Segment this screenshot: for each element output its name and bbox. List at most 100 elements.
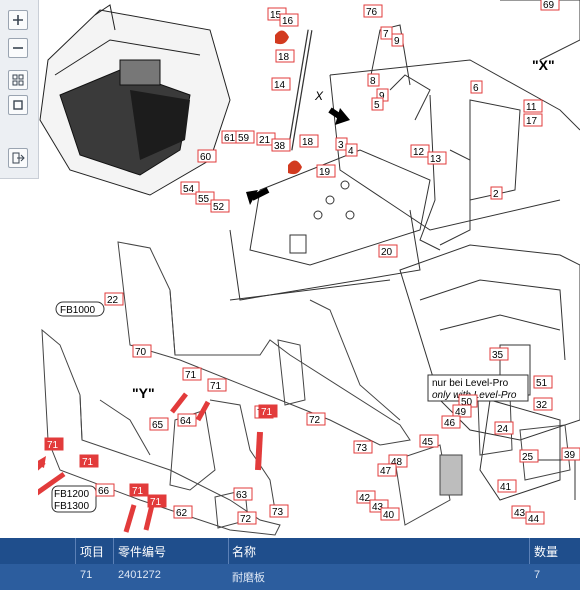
callout-18[interactable]: 18 xyxy=(299,134,319,148)
export-button[interactable] xyxy=(8,148,28,168)
callout-24[interactable]: 24 xyxy=(494,421,514,435)
callout-71[interactable]: 71 xyxy=(207,378,227,392)
plate-fb1200 xyxy=(41,328,281,536)
callout-number: 43 xyxy=(514,508,526,519)
callout-22[interactable]: 22 xyxy=(104,292,124,306)
callout-47[interactable]: 47 xyxy=(377,463,397,477)
callout-19[interactable]: 19 xyxy=(316,164,336,178)
callout-12[interactable]: 12 xyxy=(410,144,430,158)
fit-view-button[interactable] xyxy=(8,70,28,90)
callout-number: 3 xyxy=(338,140,344,151)
callout-55[interactable]: 55 xyxy=(195,191,215,205)
callout-number: 18 xyxy=(302,137,314,148)
grid-icon xyxy=(12,74,24,86)
callout-2[interactable]: 2 xyxy=(490,186,503,200)
callout-46[interactable]: 46 xyxy=(441,415,461,429)
callout-number: 71 xyxy=(210,381,222,392)
callout-number: 41 xyxy=(500,482,512,493)
header-item: 项目 xyxy=(80,545,105,559)
callout-76[interactable]: 76 xyxy=(363,4,383,18)
callout-number: 51 xyxy=(536,378,548,389)
gas-strut xyxy=(275,29,313,175)
export-icon xyxy=(12,152,25,164)
callout-3[interactable]: 3 xyxy=(335,137,348,151)
callout-11[interactable]: 11 xyxy=(523,99,543,113)
callout-18[interactable]: 18 xyxy=(275,49,295,63)
callout-71[interactable]: 71 xyxy=(79,454,99,468)
callout-13[interactable]: 13 xyxy=(427,151,447,165)
callout-number: 65 xyxy=(152,420,164,431)
callout-number: 72 xyxy=(309,415,321,426)
callout-4[interactable]: 4 xyxy=(345,143,358,157)
callout-69[interactable]: 69 xyxy=(540,0,560,11)
callout-number: 4 xyxy=(348,146,354,157)
callout-52[interactable]: 52 xyxy=(210,199,230,213)
callout-number: 73 xyxy=(356,443,368,454)
callout-64[interactable]: 64 xyxy=(177,413,197,427)
callout-17[interactable]: 17 xyxy=(523,113,543,127)
callout-number: 61 xyxy=(224,133,236,144)
callout-20[interactable]: 20 xyxy=(378,244,398,258)
callout-8[interactable]: 8 xyxy=(367,73,380,87)
callout-65[interactable]: 65 xyxy=(149,417,169,431)
callout-66[interactable]: 66 xyxy=(95,483,115,497)
callout-16[interactable]: 16 xyxy=(279,13,299,27)
callout-60[interactable]: 60 xyxy=(197,149,217,163)
callout-71[interactable]: 71 xyxy=(147,494,167,508)
callout-72[interactable]: 72 xyxy=(237,511,257,525)
table-row[interactable]: 71 2401272 耐磨板 7 xyxy=(0,564,580,590)
callout-number: 19 xyxy=(319,167,331,178)
callout-39[interactable]: 39 xyxy=(561,447,580,461)
callout-number: 6 xyxy=(473,83,479,94)
callout-number: 73 xyxy=(272,507,284,518)
callout-25[interactable]: 25 xyxy=(519,449,539,463)
callout-73[interactable]: 73 xyxy=(353,440,373,454)
callout-62[interactable]: 62 xyxy=(173,505,193,519)
callout-44[interactable]: 44 xyxy=(525,511,545,525)
zoom-out-button[interactable] xyxy=(8,38,28,58)
callout-number: 48 xyxy=(391,457,403,468)
callout-71[interactable]: 71 xyxy=(258,404,278,418)
header-part-number: 零件编号 xyxy=(118,545,167,559)
callout-35[interactable]: 35 xyxy=(489,347,509,361)
view-y-label: "Y" xyxy=(132,385,155,401)
parts-table-header: 项目 零件编号 名称 数量 xyxy=(0,538,580,564)
callout-number: 15 xyxy=(270,10,282,21)
callout-5[interactable]: 5 xyxy=(371,97,384,111)
callout-70[interactable]: 70 xyxy=(132,344,152,358)
callout-71[interactable]: 71 xyxy=(182,367,202,381)
callout-number: 71 xyxy=(82,457,94,468)
callout-number: 64 xyxy=(180,416,192,427)
callout-72[interactable]: 72 xyxy=(306,412,326,426)
callout-73[interactable]: 73 xyxy=(269,504,289,518)
zoom-in-button[interactable] xyxy=(8,10,28,30)
callout-38[interactable]: 38 xyxy=(271,138,291,152)
callout-number: 24 xyxy=(497,424,509,435)
callout-7[interactable]: 7 xyxy=(380,26,393,40)
callout-63[interactable]: 63 xyxy=(233,487,253,501)
callout-number: 11 xyxy=(526,102,537,113)
callout-number: 47 xyxy=(380,466,392,477)
fullscreen-button[interactable] xyxy=(8,95,28,115)
callout-40[interactable]: 40 xyxy=(380,507,400,521)
callout-45[interactable]: 45 xyxy=(419,434,439,448)
callout-number: 52 xyxy=(213,202,225,213)
callout-59[interactable]: 59 xyxy=(235,130,255,144)
callout-71[interactable]: 71 xyxy=(129,483,149,497)
callout-32[interactable]: 32 xyxy=(533,397,553,411)
callout-number: 32 xyxy=(536,400,548,411)
callout-14[interactable]: 14 xyxy=(271,77,291,91)
callout-number: 8 xyxy=(370,76,376,87)
callout-49[interactable]: 49 xyxy=(452,404,472,418)
callout-number: 50 xyxy=(461,397,473,408)
callout-71[interactable]: 71 xyxy=(44,437,64,451)
callout-51[interactable]: 51 xyxy=(533,375,553,389)
callout-9[interactable]: 9 xyxy=(391,33,404,47)
callout-number: 54 xyxy=(183,184,195,195)
viewer-toolbar xyxy=(0,0,39,179)
callout-41[interactable]: 41 xyxy=(497,479,517,493)
callout-6[interactable]: 6 xyxy=(470,80,483,94)
callout-54[interactable]: 54 xyxy=(180,181,200,195)
callout-number: 46 xyxy=(444,418,456,429)
